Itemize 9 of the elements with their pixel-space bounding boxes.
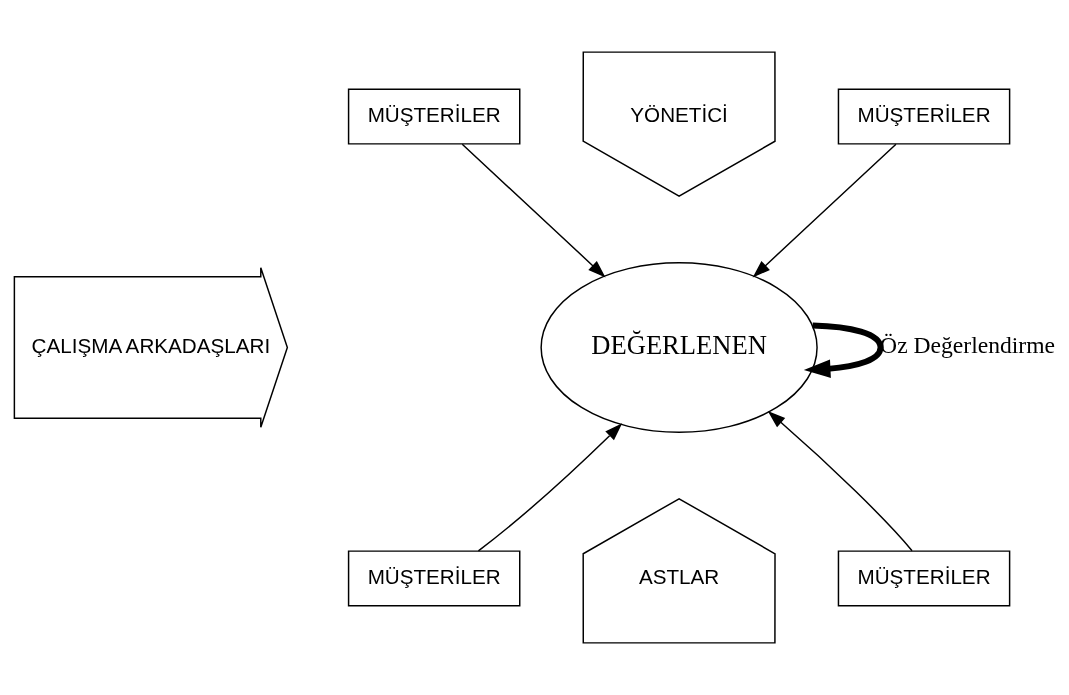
arrow bbox=[803, 322, 884, 378]
node-box: MÜŞTERİLER bbox=[837, 550, 1011, 607]
arrow bbox=[752, 143, 897, 278]
node-box: MÜŞTERİLER bbox=[837, 88, 1011, 145]
arrow bbox=[477, 423, 623, 552]
arrow bbox=[767, 411, 913, 552]
arrow bbox=[461, 143, 606, 278]
node-box: MÜŞTERİLER bbox=[347, 88, 521, 145]
node-box: MÜŞTERİLER bbox=[347, 550, 521, 607]
